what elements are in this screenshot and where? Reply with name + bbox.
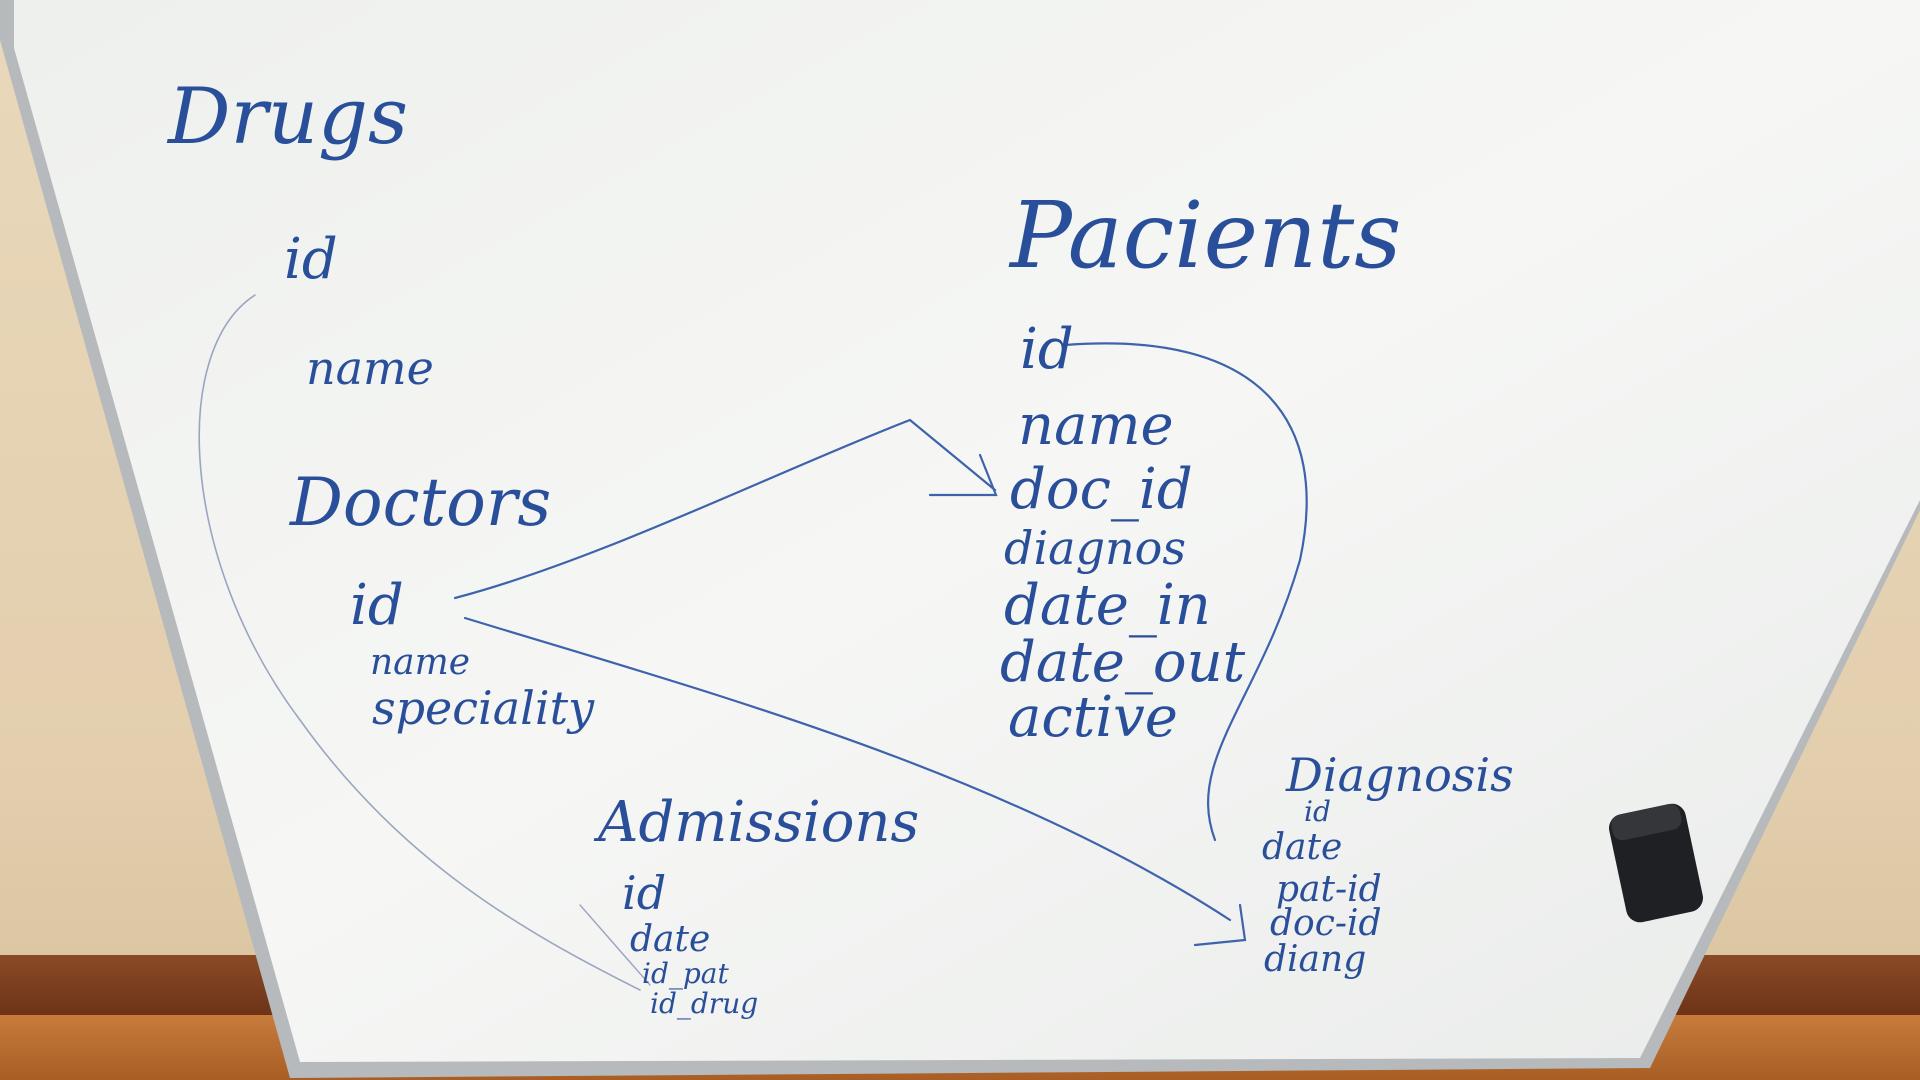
- whiteboard-surface: [14, 0, 1920, 1062]
- table-title-admissions: Admissions: [598, 790, 920, 855]
- drugs-field-name: name: [306, 341, 434, 395]
- admissions-field-id-drug: id_drug: [650, 987, 759, 1020]
- doctors-field-id: id: [350, 573, 404, 638]
- diagnosis-field-pat-id: pat-id: [1276, 869, 1382, 910]
- arrow-drugs-to-admissions: [198, 294, 641, 991]
- doctors-field-speciality: speciality: [372, 681, 595, 735]
- drugs-field-id: id: [284, 227, 338, 292]
- pacients-field-name: name: [1018, 393, 1174, 458]
- pacients-field-doc-id: doc_id: [1010, 457, 1193, 522]
- admissions-field-id-pat: id_pat: [642, 957, 729, 990]
- arrow-head-pacients: [928, 453, 998, 497]
- diagnosis-field-date: date: [1262, 827, 1343, 868]
- arrow-to-admissions: [579, 904, 651, 986]
- pacients-field-id: id: [1020, 317, 1074, 382]
- doctors-field-name: name: [370, 642, 471, 683]
- arrow-head-diagnosis: [1193, 903, 1247, 947]
- table-title-pacients: Pacients: [1010, 182, 1402, 289]
- eraser-top: [1611, 803, 1682, 841]
- pacients-field-date-out: date_out: [1000, 630, 1246, 695]
- pacients-field-diagnos: diagnos: [1004, 521, 1186, 575]
- table-title-diagnosis: Diagnosis: [1286, 748, 1514, 802]
- table-title-drugs: Drugs: [168, 72, 409, 162]
- arrow-pacients-to-diagnosis: [1063, 342, 1308, 842]
- pacients-field-date-in: date_in: [1004, 573, 1211, 638]
- diagnosis-field-id: id: [1304, 795, 1331, 828]
- table-title-doctors: Doctors: [290, 464, 552, 541]
- diagnosis-field-doc-id: doc-id: [1270, 903, 1382, 944]
- admissions-field-date: date: [630, 919, 711, 960]
- pacients-field-active: active: [1008, 685, 1178, 750]
- admissions-field-id: id: [622, 866, 667, 920]
- diagnosis-field-diang: diang: [1264, 939, 1367, 980]
- arrow-doctors-to-diagnosis: [463, 616, 1232, 922]
- arrow-doctors-to-pacients: [453, 418, 997, 600]
